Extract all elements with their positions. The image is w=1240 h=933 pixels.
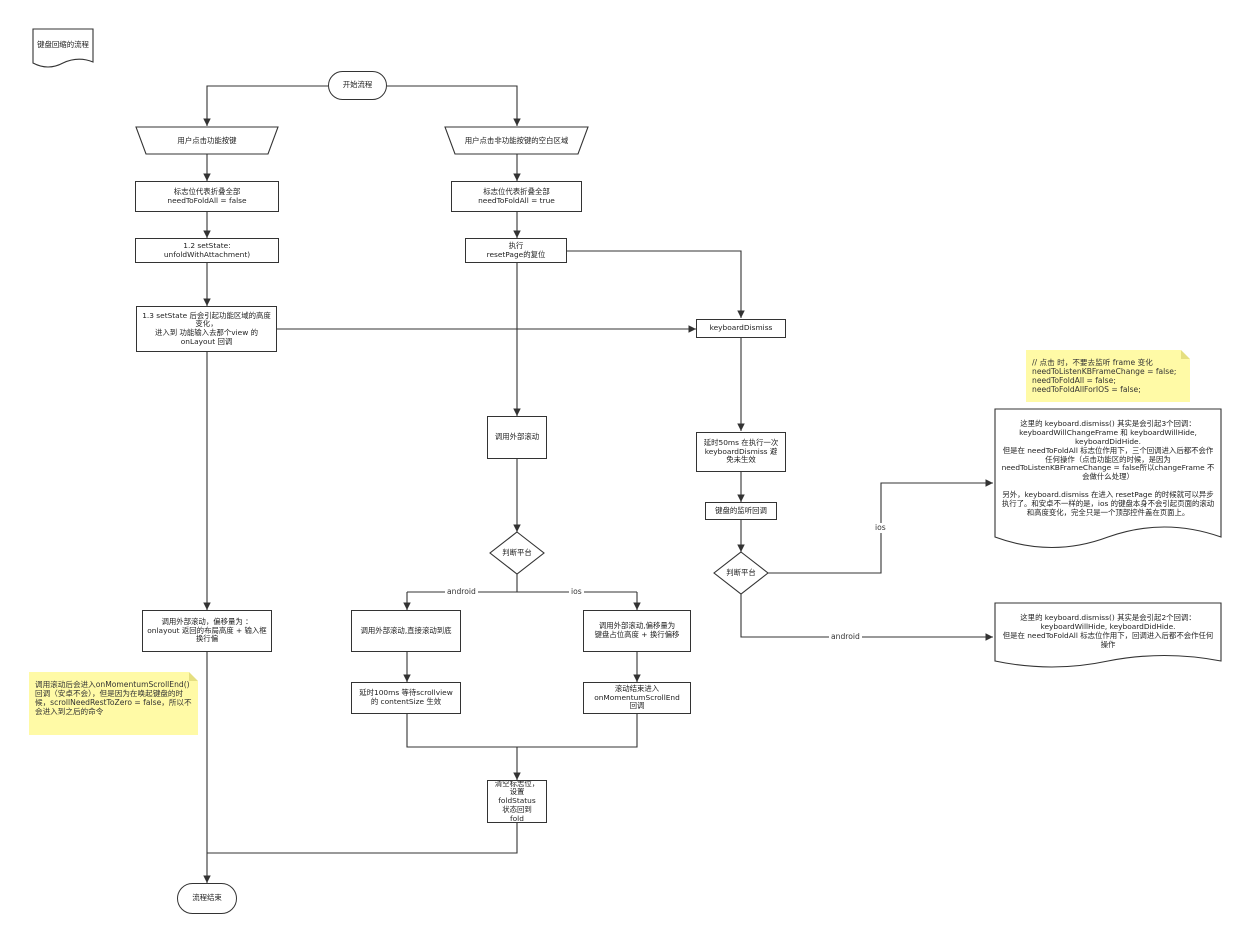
ios-doc-text: 这里的 keyboard.dismiss() 其实是会引起3个回调： keybo… xyxy=(1001,419,1215,517)
label-android-right: android xyxy=(829,632,862,642)
flag-fold-false[interactable]: 标志位代表折叠全部 needToFoldAll = false xyxy=(135,181,279,212)
external-scroll[interactable]: 调用外部滚动 xyxy=(487,416,547,459)
decision-platform-right[interactable]: 判断平台 xyxy=(726,567,756,577)
note-scroll-end: 调用滚动后会进入onMomentumScrollEnd() 回调（安卓不会），但… xyxy=(29,672,198,735)
edge-m-to-end xyxy=(207,823,518,854)
note-fold-corner xyxy=(189,672,198,681)
input-function-key[interactable]: 用户点击功能按键 xyxy=(177,135,237,145)
label-ios-mid: ios xyxy=(569,587,584,597)
note-frame-change-text: // 点击 时，不要去监听 frame 变化 needToListenKBFra… xyxy=(1032,358,1177,395)
trap-left-shape xyxy=(135,126,279,155)
edge-r-android xyxy=(740,594,993,641)
label-ios-right: ios xyxy=(873,523,888,533)
android-delay-100ms[interactable]: 延时100ms 等待scrollview 的 contentSize 生效 xyxy=(351,682,461,714)
end-node[interactable]: 流程结束 xyxy=(177,883,237,914)
clear-fold-status[interactable]: 清空标志位， 设置 foldStatus 状态回到 fold xyxy=(487,780,547,823)
document-title: 键盘回缩的流程 xyxy=(37,39,89,49)
doc-shape xyxy=(32,28,94,68)
edge-m-merge xyxy=(406,714,638,780)
label-android-mid: android xyxy=(445,587,478,597)
ios-scroll-offset[interactable]: 调用外部滚动,偏移量为 键盘占位高度 + 换行偏移 xyxy=(583,610,691,652)
keyboard-listener[interactable]: 键盘的监听回调 xyxy=(705,502,777,520)
edge-m-split xyxy=(407,574,637,593)
external-scroll-offset[interactable]: 调用外部滚动，偏移量为 ： onlayout 返回的布局高度 + 输入框换行偏 xyxy=(142,610,272,652)
note-fold-corner xyxy=(1181,350,1190,359)
keyboard-dismiss[interactable]: keyboardDismiss xyxy=(696,319,786,338)
input-blank-area[interactable]: 用户点击非功能按键的空白区域 xyxy=(464,135,569,145)
android-doc-text: 这里的 keyboard.dismiss() 其实是会引起2个回调： keybo… xyxy=(1002,613,1214,649)
reset-page[interactable]: 执行 resetPage的复位 xyxy=(465,238,567,263)
set-state-onlayout[interactable]: 1.3 setState 后会引起功能区域的高度变化， 进入到 功能输入去那个v… xyxy=(136,306,277,352)
ios-doc-shape xyxy=(994,408,1222,548)
trap-mid-shape xyxy=(444,126,589,155)
edge-start-left xyxy=(203,85,328,126)
edge-start-right xyxy=(387,85,521,126)
flag-fold-true[interactable]: 标志位代表折叠全部 needToFoldAll = true xyxy=(451,181,582,212)
decision-platform-mid[interactable]: 判断平台 xyxy=(502,547,532,557)
note-frame-change: // 点击 时，不要去监听 frame 变化 needToListenKBFra… xyxy=(1026,350,1190,402)
set-state-unfold[interactable]: 1.2 setState: unfoldWithAttachment) xyxy=(135,238,279,263)
android-doc-shape xyxy=(994,602,1222,668)
edge-m-to-dismiss xyxy=(567,250,745,318)
android-scroll-bottom[interactable]: 调用外部滚动,直接滚动到底 xyxy=(351,610,461,652)
start-node[interactable]: 开始流程 xyxy=(328,71,387,100)
note-scroll-end-text: 调用滚动后会进入onMomentumScrollEnd() 回调（安卓不会），但… xyxy=(35,680,192,717)
delay-50ms-dismiss[interactable]: 延时50ms 在执行一次 keyboardDismiss 避 免未生效 xyxy=(696,432,786,472)
ios-momentum-end[interactable]: 滚动结束进入 onMomentumScrollEnd 回调 xyxy=(583,682,691,714)
